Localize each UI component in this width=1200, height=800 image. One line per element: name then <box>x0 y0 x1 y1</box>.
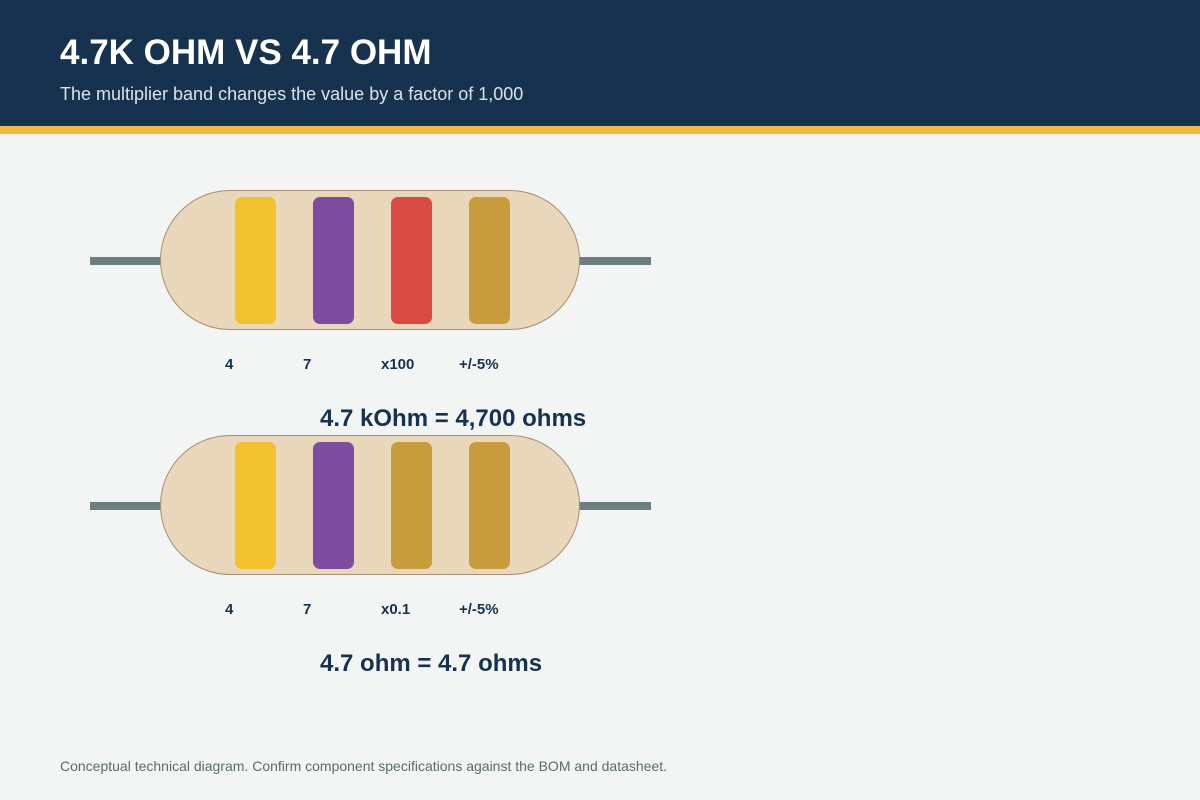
resistor-body <box>160 435 580 575</box>
resistor-lead-left <box>90 257 165 265</box>
resistor-body <box>160 190 580 330</box>
color-band-4 <box>469 442 510 569</box>
color-band-2 <box>313 197 354 324</box>
band-label-4: +/-5% <box>459 601 499 618</box>
color-band-2 <box>313 442 354 569</box>
header-banner: 4.7K OHM VS 4.7 OHM The multiplier band … <box>0 0 1200 126</box>
resistor-value-text: 4.7 kOhm = 4,700 ohms <box>320 405 587 432</box>
band-label-3: x100 <box>381 356 415 373</box>
color-band-3 <box>391 442 432 569</box>
resistor-value-text: 4.7 ohm = 4.7 ohms <box>320 650 543 677</box>
band-label-4: +/-5% <box>459 356 499 373</box>
band-label-2: 7 <box>303 356 312 373</box>
color-band-1 <box>235 197 276 324</box>
band-label-3: x0.1 <box>381 601 411 618</box>
color-band-1 <box>235 442 276 569</box>
resistor-4-7k: 4 7 x100 +/-5% 4.7 kOhm = 4,700 ohms <box>0 190 700 450</box>
color-band-3 <box>391 197 432 324</box>
resistor-lead-right <box>575 502 651 510</box>
resistor-lead-left <box>90 502 165 510</box>
footer-note: Conceptual technical diagram. Confirm co… <box>60 758 668 774</box>
resistor-lead-right <box>575 257 651 265</box>
page-subtitle: The multiplier band changes the value by… <box>60 84 524 104</box>
band-label-2: 7 <box>303 601 312 618</box>
resistor-4-7: 4 7 x0.1 +/-5% 4.7 ohm = 4.7 ohms <box>0 435 700 695</box>
band-label-1: 4 <box>225 356 234 373</box>
page-title: 4.7K OHM VS 4.7 OHM <box>60 33 432 72</box>
band-label-1: 4 <box>225 601 234 618</box>
accent-stripe <box>0 126 1200 134</box>
color-band-4 <box>469 197 510 324</box>
